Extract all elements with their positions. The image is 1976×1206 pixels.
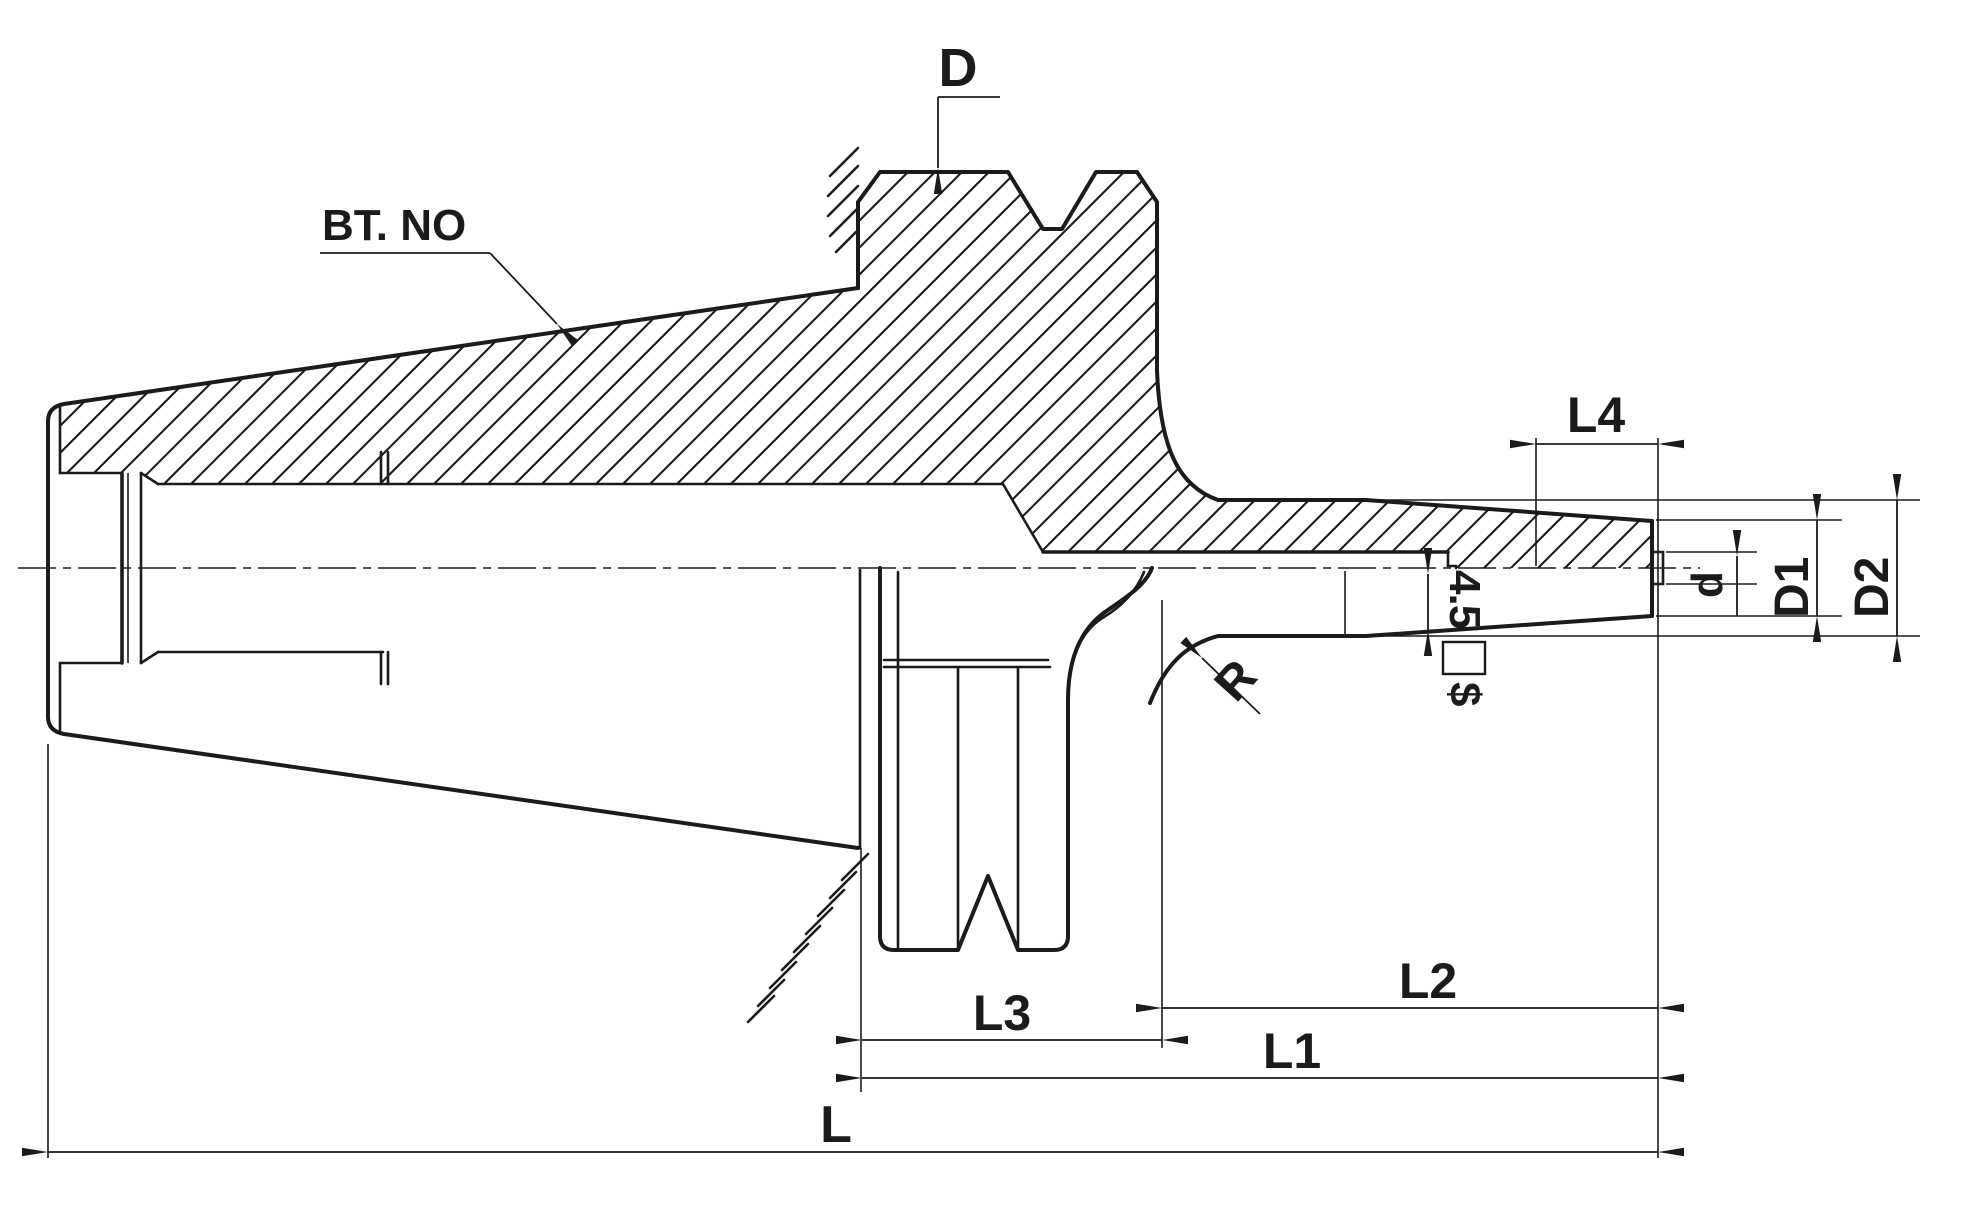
step-box-glyph [1441, 640, 1487, 676]
label-taper-length: L4 [1567, 387, 1626, 443]
shank-bore-lines [58, 404, 1005, 732]
chuck-detail-lines [882, 570, 1052, 952]
shank-outline [46, 286, 860, 850]
label-chuck-length: L3 [973, 985, 1031, 1041]
label-overall-length: L [820, 1096, 852, 1154]
shank-section-hatch [60, 290, 858, 484]
dim-R: R [1180, 636, 1268, 715]
label-flange-diameter: D [939, 38, 978, 98]
label-taper-large-diameter: D2 [1846, 557, 1899, 618]
label-pilot-diameter: d [1683, 571, 1732, 598]
flange-outline [856, 170, 1654, 523]
dim-L: L [22, 1096, 1684, 1157]
dim-L2: L2 [1136, 953, 1684, 1013]
dim-step: 4.5 $ [1423, 548, 1489, 706]
chuck-shoulder-seam [1066, 570, 1146, 698]
label-shank-series: BT. NO [322, 201, 466, 250]
dim-L3: L3 [836, 985, 1188, 1045]
dim-d: d [1666, 530, 1757, 616]
dim-D2: D2 [1380, 474, 1920, 662]
dim-L1: L1 [836, 1023, 1684, 1083]
label-projection-length: L1 [1263, 1023, 1321, 1079]
broken-section-hatch-lower [746, 852, 870, 1024]
dim-D1: D1 [1656, 494, 1842, 642]
label-arbor-length: L2 [1399, 953, 1457, 1009]
dim-D: D [933, 38, 1000, 194]
label-taper-small-diameter: D1 [1766, 557, 1819, 618]
callout-bt-no: BT. NO [320, 201, 578, 346]
broken-section-hatch-upper [826, 146, 860, 254]
label-step-value: 4.5 [1440, 570, 1489, 629]
label-fillet-radius: R [1205, 650, 1268, 711]
chuck-outline [878, 566, 1154, 952]
nose-bore-lines [1001, 482, 1458, 570]
label-step-suffix: $ [1440, 682, 1489, 706]
flange-nose-section-hatch [858, 172, 1652, 568]
dim-L4: L4 [1510, 387, 1684, 566]
